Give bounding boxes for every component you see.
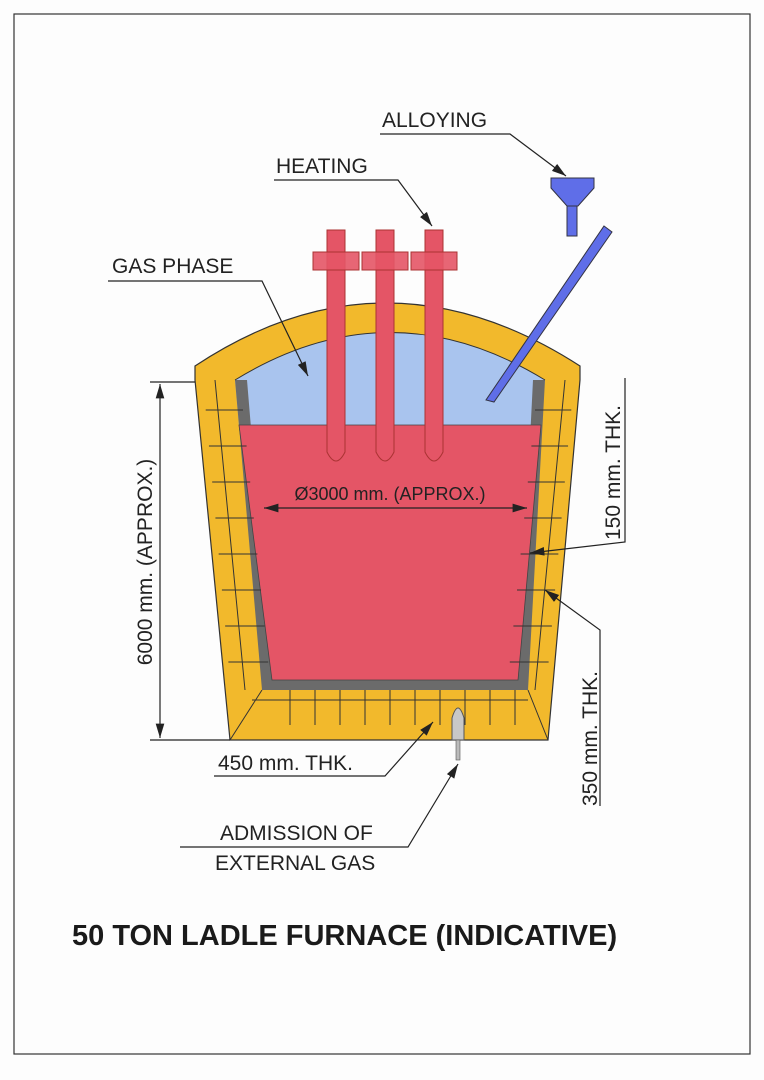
gas-nozzle — [451, 707, 465, 761]
bottom-thickness-callout: 450 mm. THK. — [214, 721, 434, 777]
electrode — [312, 229, 360, 462]
height-dimension: 6000 mm. (APPROX.) — [134, 381, 230, 741]
page-border — [13, 13, 751, 1055]
alloying-callout: ALLOYING — [380, 109, 567, 177]
wall-thickness-label: 350 mm. THK. — [579, 671, 602, 806]
bottom-thickness-label: 450 mm. THK. — [218, 752, 353, 775]
gas-admission-callout: ADMISSION OF EXTERNAL GAS — [180, 763, 459, 875]
lining-thickness-callout: 150 mm. THK. — [529, 378, 626, 556]
gas-phase-label: GAS PHASE — [112, 255, 233, 278]
diameter-dimension: Ø3000 mm. (APPROX.) — [264, 484, 527, 513]
gas-phase-callout: GAS PHASE — [108, 255, 309, 377]
steel-lining — [235, 380, 545, 690]
wall-thickness-callout: 350 mm. THK. — [544, 589, 602, 806]
diameter-label: Ø3000 mm. (APPROX.) — [294, 484, 485, 504]
lining-thickness-label: 150 mm. THK. — [602, 405, 625, 540]
brick-pattern — [205, 332, 572, 741]
heating-label: HEATING — [276, 155, 368, 178]
alloy-feeder — [485, 177, 613, 403]
admission-label-line2: EXTERNAL GAS — [215, 852, 375, 875]
electrode — [361, 229, 409, 462]
alloying-label: ALLOYING — [382, 109, 487, 132]
height-label: 6000 mm. (APPROX.) — [134, 459, 157, 666]
electrode — [410, 229, 458, 462]
heating-electrodes — [312, 229, 458, 462]
diagram-title: 50 TON LADLE FURNACE (INDICATIVE) — [72, 920, 617, 952]
heating-callout: HEATING — [274, 155, 433, 227]
admission-label-line1: ADMISSION OF — [220, 822, 373, 845]
molten-bath — [238, 424, 542, 681]
